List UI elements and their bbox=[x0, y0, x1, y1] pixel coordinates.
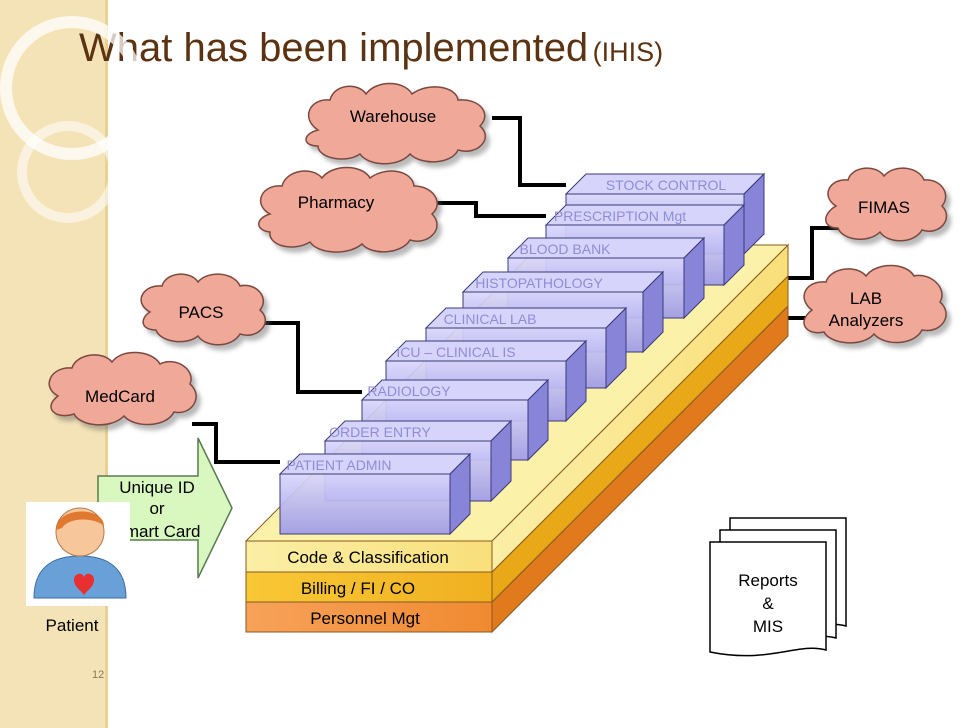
cloud-lab-analyzers: LAB Analyzers bbox=[803, 264, 947, 344]
cloud-pacs: PACS bbox=[140, 273, 267, 346]
module-patient-admin: PATIENT ADMIN bbox=[278, 452, 472, 536]
connector-medcard bbox=[192, 422, 280, 464]
cloud-warehouse: Warehouse bbox=[305, 82, 487, 165]
reports-line2: & bbox=[762, 594, 774, 613]
module-label: HISTOPATHOLOGY bbox=[475, 275, 603, 291]
cloud-pharmacy: Pharmacy bbox=[258, 166, 438, 253]
connector-pacs bbox=[258, 321, 362, 394]
slide-number: 12 bbox=[92, 669, 105, 681]
cloud-label: MedCard bbox=[85, 387, 155, 406]
cloud-label: Warehouse bbox=[350, 107, 436, 126]
layer-code bbox=[245, 540, 493, 573]
cloud-shape bbox=[258, 166, 438, 253]
module-label: STOCK CONTROL bbox=[606, 177, 727, 193]
cloud-label: PACS bbox=[178, 303, 223, 322]
module-label: PRESCRIPTION Mgt bbox=[554, 208, 686, 224]
reports-line1: Reports bbox=[738, 571, 798, 590]
cloud-medcard: MedCard bbox=[48, 351, 197, 426]
cloud-shape bbox=[803, 264, 947, 344]
patient-label: Patient bbox=[46, 616, 99, 635]
document-front bbox=[709, 541, 827, 657]
layer-billing bbox=[245, 571, 493, 603]
slide-title: What has been implemented (IHIS) bbox=[79, 26, 663, 71]
title-main: What has been implemented bbox=[79, 26, 589, 70]
layer-code-label: Code & Classification bbox=[287, 548, 449, 567]
patient-hair-icon bbox=[56, 511, 104, 530]
arrow-line3: Smart Card bbox=[114, 522, 201, 541]
layer-billing-label: Billing / FI / CO bbox=[301, 579, 415, 598]
unique-id-arrow: Unique ID or Smart Card bbox=[97, 437, 233, 579]
module-label: RADIOLOGY bbox=[367, 383, 451, 399]
heart-icon bbox=[74, 573, 94, 596]
connector-pharmacy bbox=[402, 201, 546, 218]
arrow-line1: Unique ID bbox=[119, 478, 195, 497]
layer-personnel-label: Personnel Mgt bbox=[310, 609, 420, 628]
connector-warehouse bbox=[492, 116, 566, 187]
connector-fimas bbox=[786, 226, 838, 280]
module-label: CLINICAL LAB bbox=[444, 311, 537, 327]
cloud-shape bbox=[140, 273, 267, 346]
cloud-shape bbox=[48, 351, 197, 426]
title-subtitle: (IHIS) bbox=[592, 37, 664, 67]
cloud-shape bbox=[825, 167, 948, 242]
layer-personnel bbox=[245, 601, 493, 633]
cloud-label-line2: Analyzers bbox=[829, 311, 904, 330]
cloud-label: Pharmacy bbox=[298, 193, 375, 212]
patient-figure: Patient bbox=[26, 502, 130, 635]
module-label: BLOOD BANK bbox=[519, 241, 611, 257]
cloud-fimas: FIMAS bbox=[825, 167, 948, 242]
module-label: ICU – CLINICAL IS bbox=[396, 344, 515, 360]
cloud-shape bbox=[305, 82, 487, 165]
module-label: ORDER ENTRY bbox=[329, 424, 431, 440]
reports-documents: Reports & MIS bbox=[709, 517, 847, 657]
arrow-line2: or bbox=[149, 499, 164, 518]
cloud-label-line1: LAB bbox=[850, 289, 882, 308]
module-label: PATIENT ADMIN bbox=[286, 457, 391, 473]
decorative-swirl bbox=[0, 16, 144, 223]
cloud-label: FIMAS bbox=[858, 198, 910, 217]
reports-line3: MIS bbox=[753, 617, 783, 636]
module-front-face bbox=[279, 473, 451, 535]
